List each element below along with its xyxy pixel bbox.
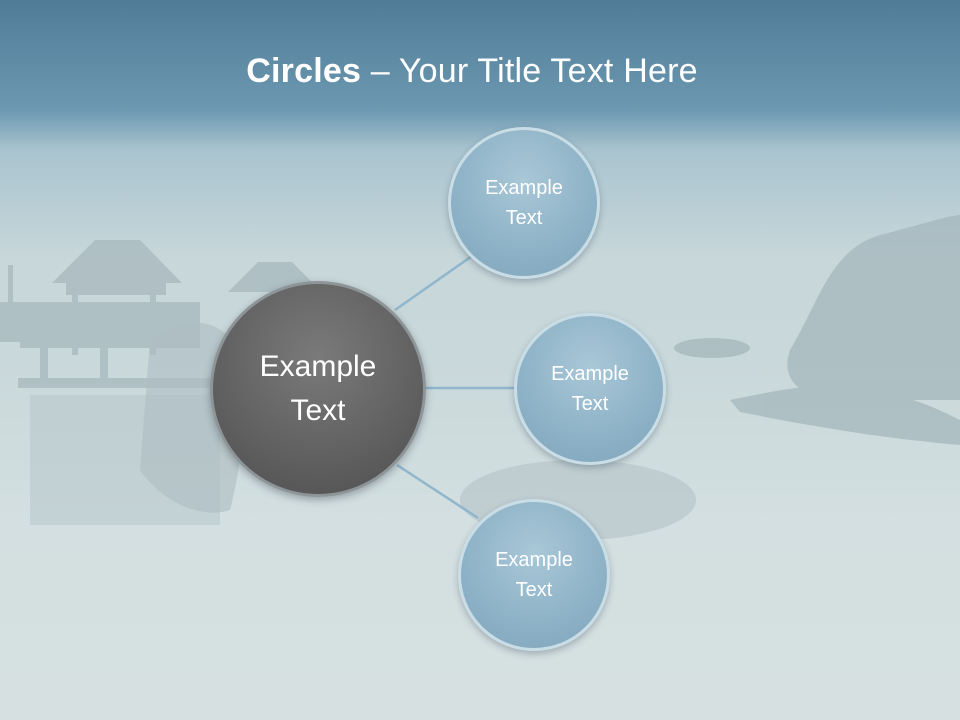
center-circle[interactable]: Example Text	[210, 281, 426, 497]
connector-line-1	[394, 254, 473, 312]
satellite-circle-1[interactable]: Example Text	[448, 127, 600, 279]
satellite-circle-label: Example Text	[495, 549, 573, 601]
satellite-circle-label: Example Text	[551, 363, 629, 415]
satellite-circle-label: Example Text	[485, 177, 563, 229]
connector-line-3	[396, 463, 479, 520]
island-silhouette	[674, 215, 960, 445]
satellite-circle-2[interactable]: Example Text	[514, 313, 666, 465]
title-rest: – Your Title Text Here	[361, 52, 698, 90]
title-bold: Circles	[246, 52, 362, 90]
slide-title: Circles – Your Title Text Here	[0, 52, 944, 91]
center-circle-label: Example Text	[259, 350, 377, 427]
satellite-circle-3[interactable]: Example Text	[458, 499, 610, 651]
